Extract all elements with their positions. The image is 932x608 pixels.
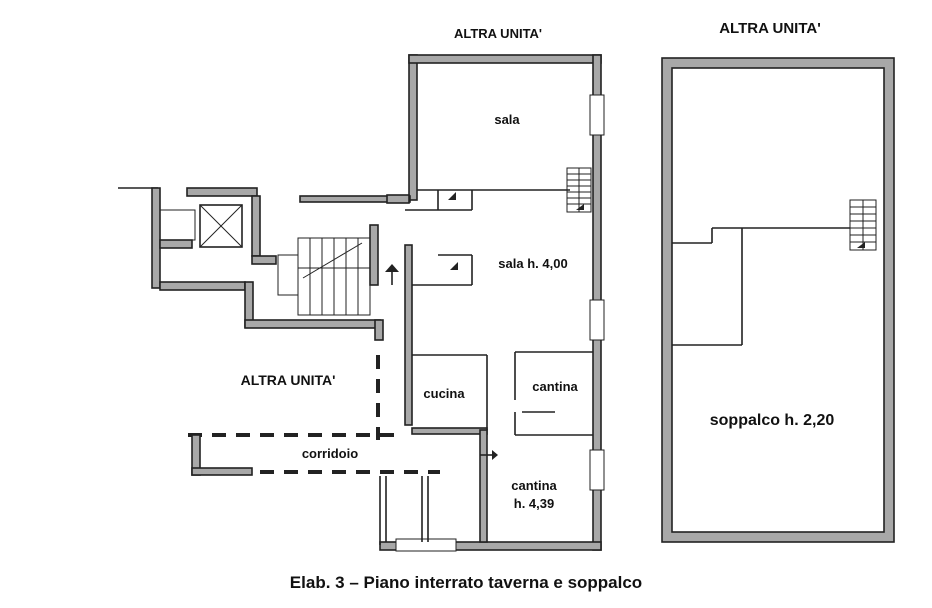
label-corridoio: corridoio xyxy=(302,446,358,461)
corridor xyxy=(188,355,440,545)
label-altra-unita-top-center: ALTRA UNITA' xyxy=(454,26,542,41)
label-sala-h: sala h. 4,00 xyxy=(498,256,567,271)
label-altra-unita-left: ALTRA UNITA' xyxy=(241,372,336,388)
label-cantina-lower-height: h. 4,39 xyxy=(514,496,554,511)
stair-block xyxy=(118,187,411,341)
main-unit-partitions xyxy=(404,167,593,543)
caption: Elab. 3 – Piano interrato taverna e sopp… xyxy=(289,573,643,592)
soppalco-unit xyxy=(661,57,895,543)
label-cantina-upper: cantina xyxy=(532,379,578,394)
label-cucina: cucina xyxy=(423,386,465,401)
label-sala: sala xyxy=(494,112,520,127)
label-cantina-lower: cantina xyxy=(511,478,557,493)
main-unit-walls xyxy=(379,54,605,552)
label-soppalco: soppalco h. 2,20 xyxy=(710,412,835,429)
label-altra-unita-top-right: ALTRA UNITA' xyxy=(719,20,821,37)
